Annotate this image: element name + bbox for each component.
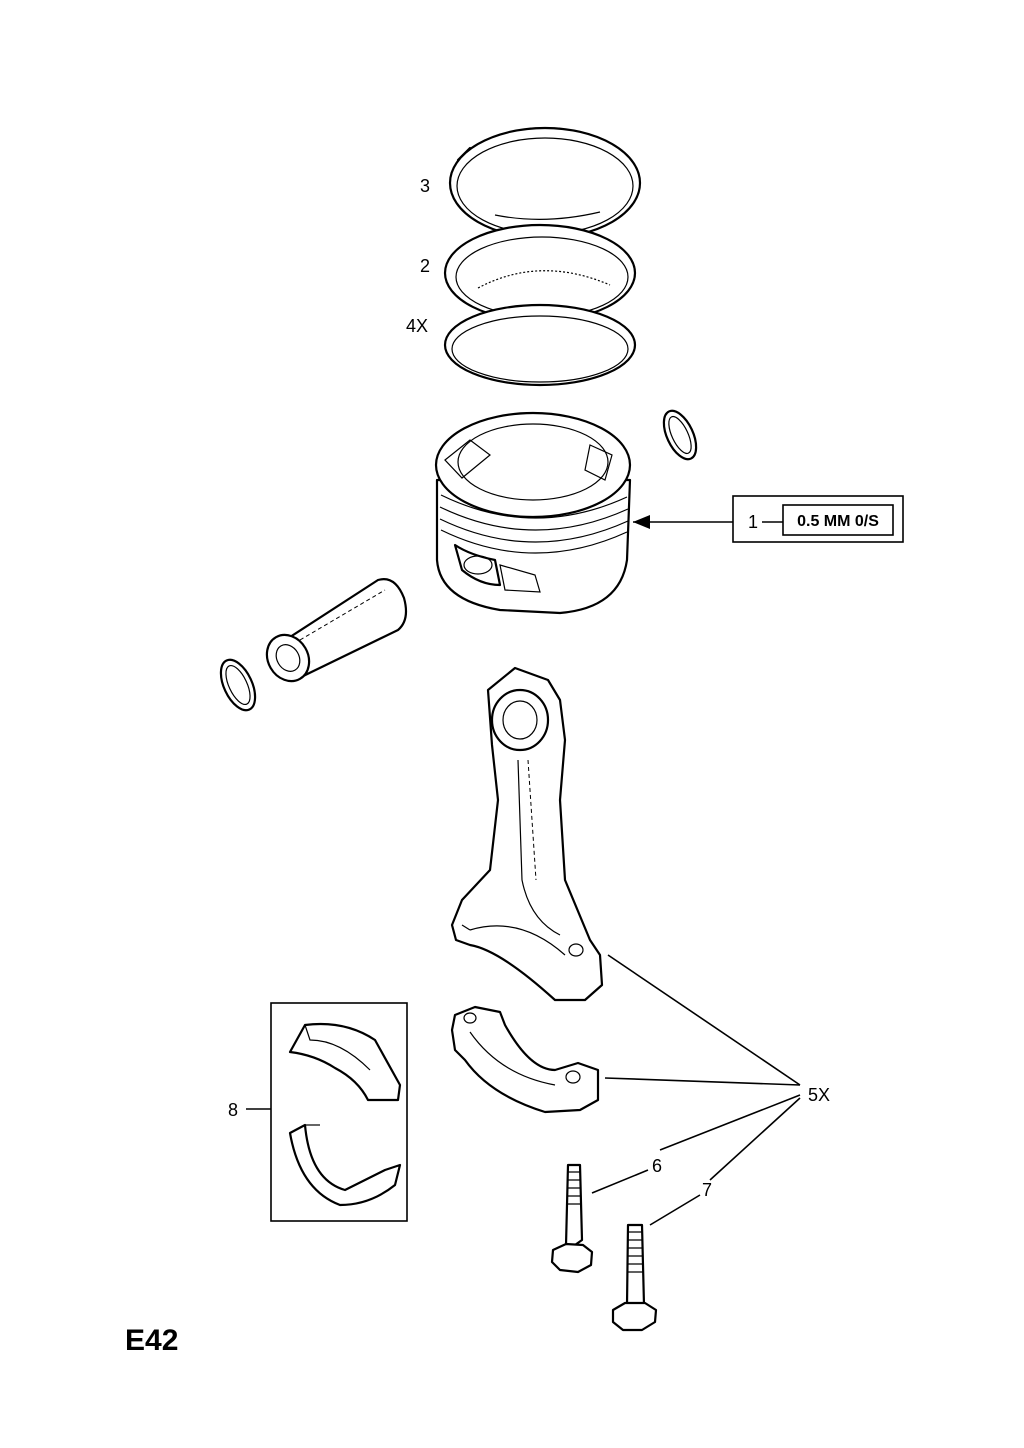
callout-7-leader: [649, 1194, 701, 1226]
diagram-code: E42: [125, 1324, 178, 1357]
connecting-rod-cap[interactable]: [450, 1005, 600, 1114]
callout-6: 6: [652, 1156, 662, 1176]
connecting-rod[interactable]: [450, 666, 604, 1002]
piston-ring-top[interactable]: [448, 126, 642, 240]
callout-2: 2: [420, 256, 430, 276]
piston[interactable]: [434, 411, 632, 615]
piston-ring-lower[interactable]: [443, 303, 637, 387]
stud-bolt[interactable]: [550, 1163, 594, 1274]
bearing-shells[interactable]: [270, 1002, 408, 1222]
oversize-note: 0.5 MM 0/S: [797, 513, 879, 530]
callout-8: 8: [228, 1100, 238, 1120]
callout-7: 7: [702, 1180, 712, 1200]
callout-5x: 5X: [808, 1085, 830, 1105]
callout-3: 3: [420, 176, 430, 196]
callout-5x-leaders: [604, 954, 801, 1181]
callout-4x: 4X: [406, 316, 428, 336]
callout-6-leader: [591, 1169, 649, 1194]
piston-pin[interactable]: [259, 578, 408, 689]
circlip-right[interactable]: [657, 406, 703, 464]
callout-1-group: [633, 495, 904, 543]
bolt[interactable]: [611, 1223, 658, 1332]
callout-1: 1: [748, 512, 758, 532]
circlip-left[interactable]: [214, 655, 262, 716]
